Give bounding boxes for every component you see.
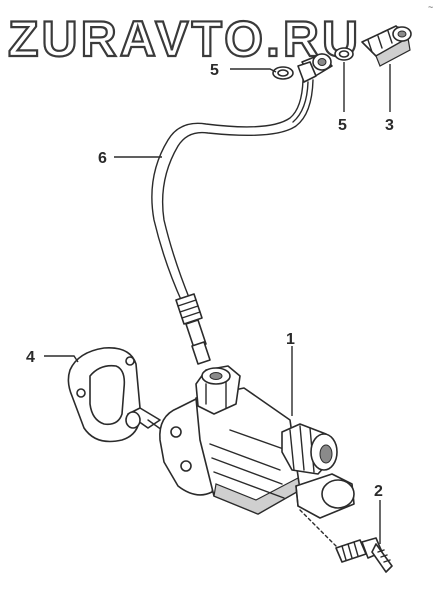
part-1-pump-body xyxy=(159,365,355,519)
watermark-text: ZURAVTO.RU xyxy=(8,11,361,67)
part-3-fitting xyxy=(361,25,412,67)
leader-lines xyxy=(44,62,391,544)
part-6-tube xyxy=(151,79,314,303)
pipe-banjo-head xyxy=(297,53,333,83)
tube-lower-fitting xyxy=(175,293,211,365)
part-4-gasket xyxy=(67,347,141,443)
part-5-washer-left xyxy=(272,66,294,80)
leader-5a xyxy=(230,68,277,73)
callout-2: 2 xyxy=(374,483,383,500)
callout-labels: 1 2 3 4 5 5 6 xyxy=(26,62,394,500)
callout-4: 4 xyxy=(26,349,35,366)
leader-4 xyxy=(44,355,79,363)
callout-5-right: 5 xyxy=(338,117,347,134)
callout-6: 6 xyxy=(98,150,107,167)
callout-3: 3 xyxy=(385,117,394,134)
part-5-washer-right xyxy=(334,47,354,61)
corner-mark: ~ xyxy=(428,2,433,12)
callout-1: 1 xyxy=(286,331,295,348)
part-2-bleed-screw xyxy=(299,509,393,573)
callout-5-left: 5 xyxy=(210,62,219,79)
